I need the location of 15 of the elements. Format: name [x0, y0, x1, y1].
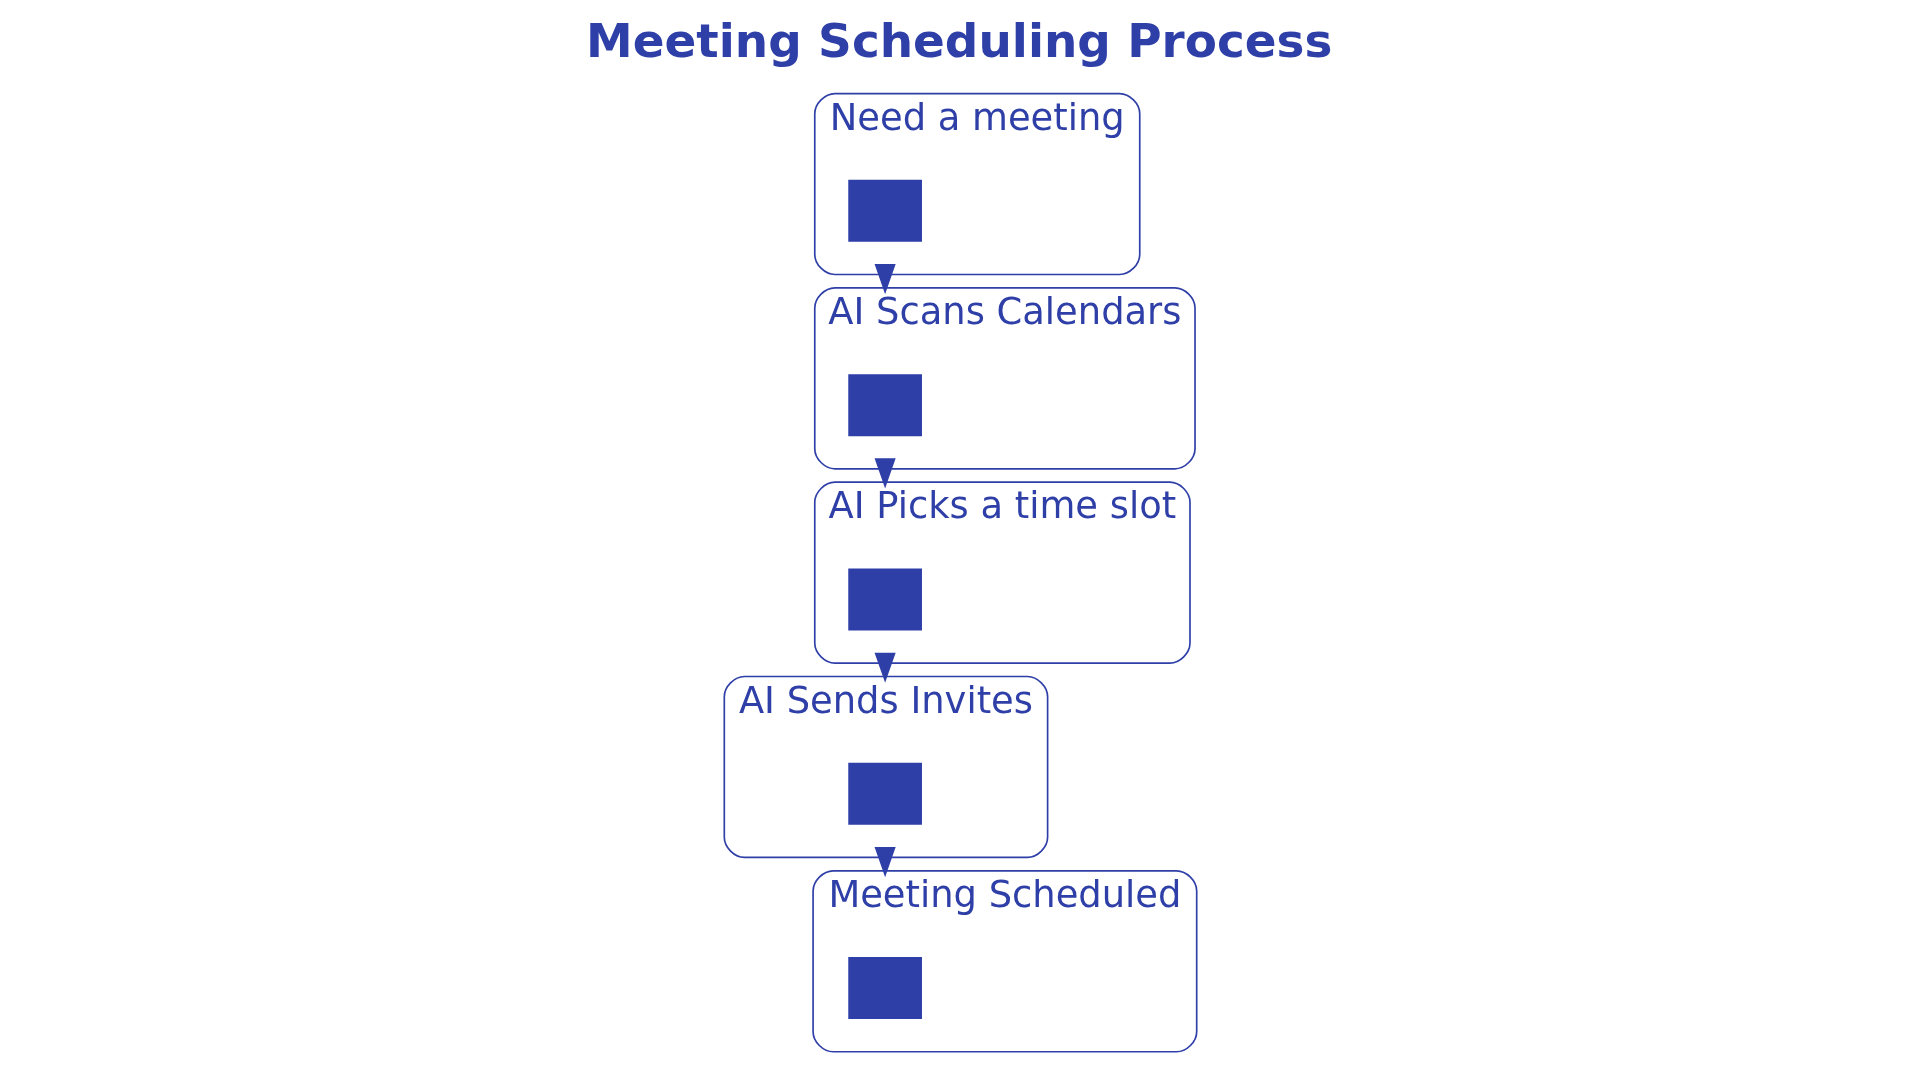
node-box — [847, 374, 922, 437]
cluster: AI Sends Invites — [722, 675, 1048, 859]
cluster: AI Scans Calendars — [813, 287, 1196, 470]
arrow — [874, 264, 896, 295]
arrow — [874, 846, 896, 878]
cluster: AI Picks a time slot — [813, 481, 1191, 664]
arrow — [874, 652, 896, 683]
node-box — [847, 568, 922, 631]
arrow — [874, 458, 896, 489]
node-box — [847, 762, 922, 825]
node-box — [847, 957, 922, 1020]
node-box — [847, 179, 922, 242]
cluster: Meeting Scheduled — [811, 870, 1198, 1053]
diagram-title: Meeting Scheduling Process — [585, 13, 1332, 69]
cluster: Need a meeting — [813, 92, 1141, 276]
